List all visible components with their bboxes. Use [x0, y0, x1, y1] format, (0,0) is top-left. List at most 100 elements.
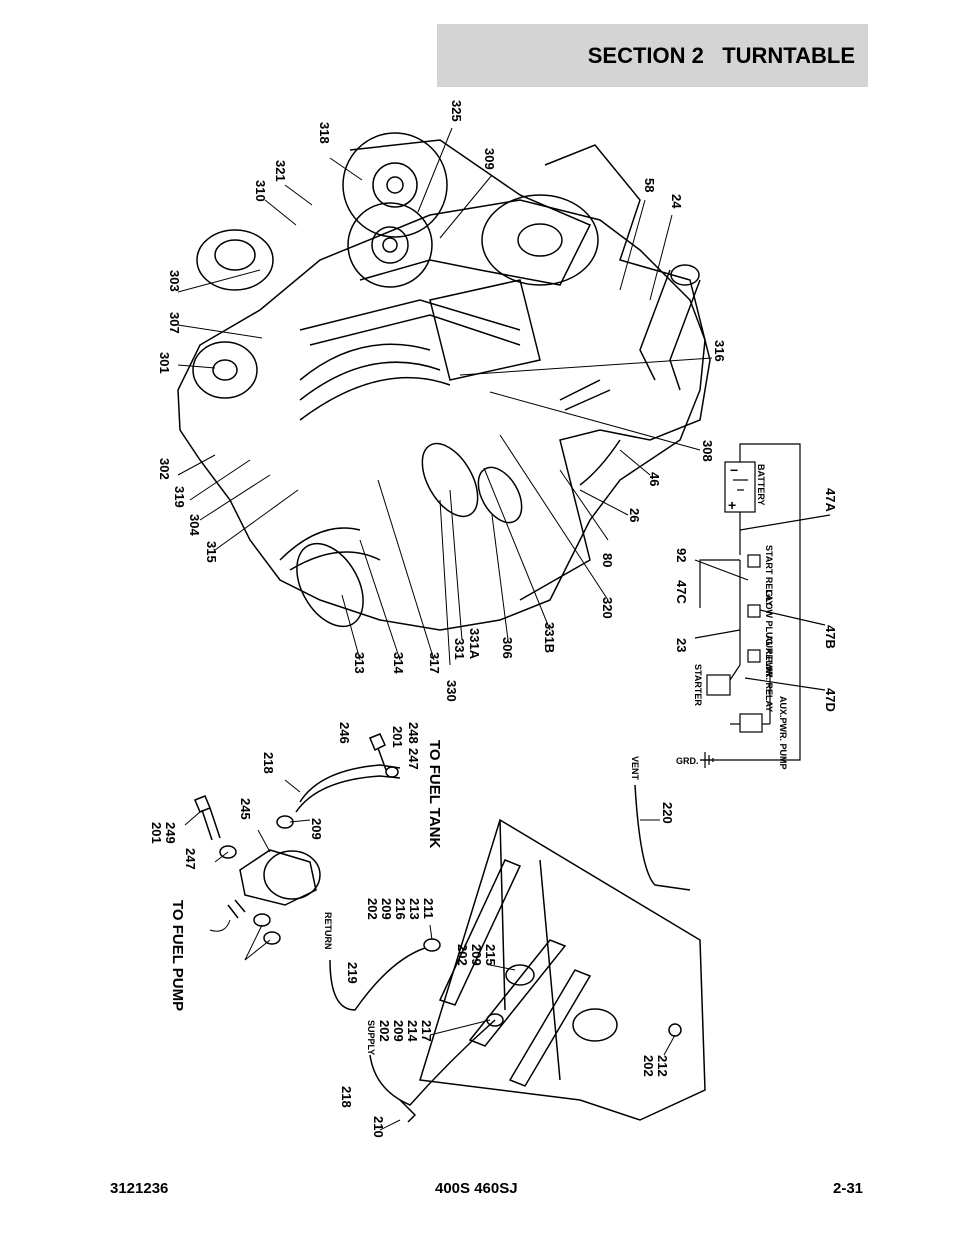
callout-308: 308	[700, 440, 715, 462]
callout-fuel-217: 217	[419, 1020, 434, 1042]
supply-clamp	[399, 1099, 417, 1123]
callout-316: 316	[712, 340, 727, 362]
fuel-leaders	[184, 779, 676, 1131]
leader-308	[489, 391, 701, 451]
callout-301: 301	[157, 352, 172, 374]
callout-fuel-215: 215	[483, 944, 498, 966]
leader-46	[619, 449, 651, 476]
callout-47d: 47D	[823, 688, 838, 712]
label-glow-plug-relay-text: GLOW PLUG RELAY	[764, 590, 774, 678]
crank-pulley-hub	[517, 223, 563, 257]
callout-fuel-209a: 209	[379, 898, 394, 920]
leader-fuel-245	[257, 829, 271, 853]
callout-fuel-214: 214	[405, 1020, 420, 1042]
fuel-bolt	[194, 795, 221, 841]
leader-fuel-212	[663, 1034, 676, 1056]
label-battery: BATTERY	[756, 464, 766, 506]
wire-23	[694, 629, 741, 639]
callout-23: 23	[674, 638, 689, 652]
fuel-pump-housing	[239, 849, 317, 906]
leader-306	[491, 514, 509, 641]
leader-fuel-211	[429, 924, 433, 941]
callout-304: 304	[187, 514, 202, 536]
fuel-tank-top-edge	[499, 819, 561, 1081]
callout-331A: 331A	[467, 628, 482, 660]
label-to-fuel-pump-text: TO FUEL PUMP	[169, 900, 186, 1011]
label-aux-pwr-relay: AUX.PWR. RELAY	[764, 635, 774, 712]
glow-plug-relay-symbol	[747, 604, 761, 618]
label-to-fuel-tank: TO FUEL TANK	[426, 740, 443, 849]
leader-24	[649, 214, 673, 301]
callout-331B: 331B	[542, 622, 557, 653]
label-aux-pwr-pump: AUX.PWR. PUMP	[778, 696, 788, 770]
leader-58	[619, 199, 646, 291]
flywheel-center	[212, 359, 238, 381]
leader-fuel-210	[379, 1119, 401, 1131]
leader-316	[459, 357, 713, 376]
leader-47a	[739, 514, 831, 531]
muffler-pipe-end	[670, 264, 700, 286]
leader-331B	[483, 467, 551, 631]
callout-fuel-210: 210	[371, 1116, 386, 1138]
callout-46: 46	[647, 472, 662, 486]
callout-fuel-246: 246	[337, 722, 352, 744]
supply-line	[369, 1019, 496, 1106]
hose-to-tank	[295, 764, 401, 813]
washer-upper	[219, 845, 237, 859]
leader-fuel-247c	[244, 939, 271, 961]
callout-318: 318	[317, 122, 332, 144]
starter-motor	[296, 542, 364, 628]
leader-314	[359, 539, 401, 661]
callout-325: 325	[449, 100, 464, 122]
pulley-lower-center	[382, 237, 398, 253]
callout-fuel-212: 212	[655, 1055, 670, 1077]
exhaust-pipe	[639, 269, 701, 391]
callout-319: 319	[172, 486, 187, 508]
leader-310	[264, 199, 297, 226]
battery-wire-loop	[700, 443, 801, 761]
callout-47c: 47C	[674, 580, 689, 604]
leader-303	[177, 269, 261, 293]
footer-page-number: 2-31	[833, 1180, 864, 1197]
footer-part-number: 3121236	[110, 1180, 169, 1197]
callout-fuel-247b: 247	[406, 748, 421, 770]
battery-minus: −	[730, 462, 738, 478]
label-glow-plug-relay: GLOW PLUG RELAY	[764, 590, 774, 678]
label-to-fuel-pump: TO FUEL PUMP	[169, 900, 186, 1011]
coolant-hose	[579, 439, 621, 486]
leader-80	[559, 469, 609, 541]
leader-to-fuel-pump	[209, 919, 231, 932]
label-start-relay: START RELAY	[764, 545, 774, 607]
banjo-bolt	[369, 733, 387, 771]
callout-303: 303	[167, 270, 182, 292]
fuel-text-labels: TO FUEL PUMP TO FUEL TANK RETURN SUPPLY …	[169, 740, 640, 1055]
callout-fuel-209b: 209	[469, 944, 484, 966]
callout-fuel-201: 201	[149, 822, 164, 844]
callout-fuel-211: 211	[421, 898, 436, 919]
tank-fitting-vent	[668, 1023, 682, 1037]
leader-304	[199, 474, 271, 521]
callout-92: 92	[674, 548, 689, 562]
callout-306: 306	[500, 637, 515, 659]
callout-fuel-249: 249	[163, 822, 178, 844]
fuel-lines	[299, 343, 451, 421]
battery-plus: +	[728, 497, 736, 513]
callout-302: 302	[157, 458, 172, 480]
leader-317	[377, 479, 435, 661]
leader-330	[439, 499, 451, 666]
callout-fuel-202c: 202	[377, 1020, 392, 1042]
callout-fuel-213: 213	[407, 898, 422, 920]
callout-fuel-218b: 218	[339, 1086, 354, 1108]
pulley-lower	[347, 202, 433, 288]
leader-47d	[744, 677, 826, 691]
callout-331: 331	[452, 638, 467, 660]
engine-assembly	[177, 132, 711, 631]
engine-leaders	[177, 127, 713, 666]
fuel-pump-inlet	[227, 899, 246, 919]
callout-fuel-201b: 201	[390, 726, 405, 748]
wire-47c	[699, 559, 740, 608]
dipstick	[559, 379, 611, 411]
footer-model: 400S 460SJ	[435, 1180, 518, 1197]
callout-309: 309	[482, 148, 497, 170]
aux-pwr-pump-symbol	[739, 713, 763, 733]
